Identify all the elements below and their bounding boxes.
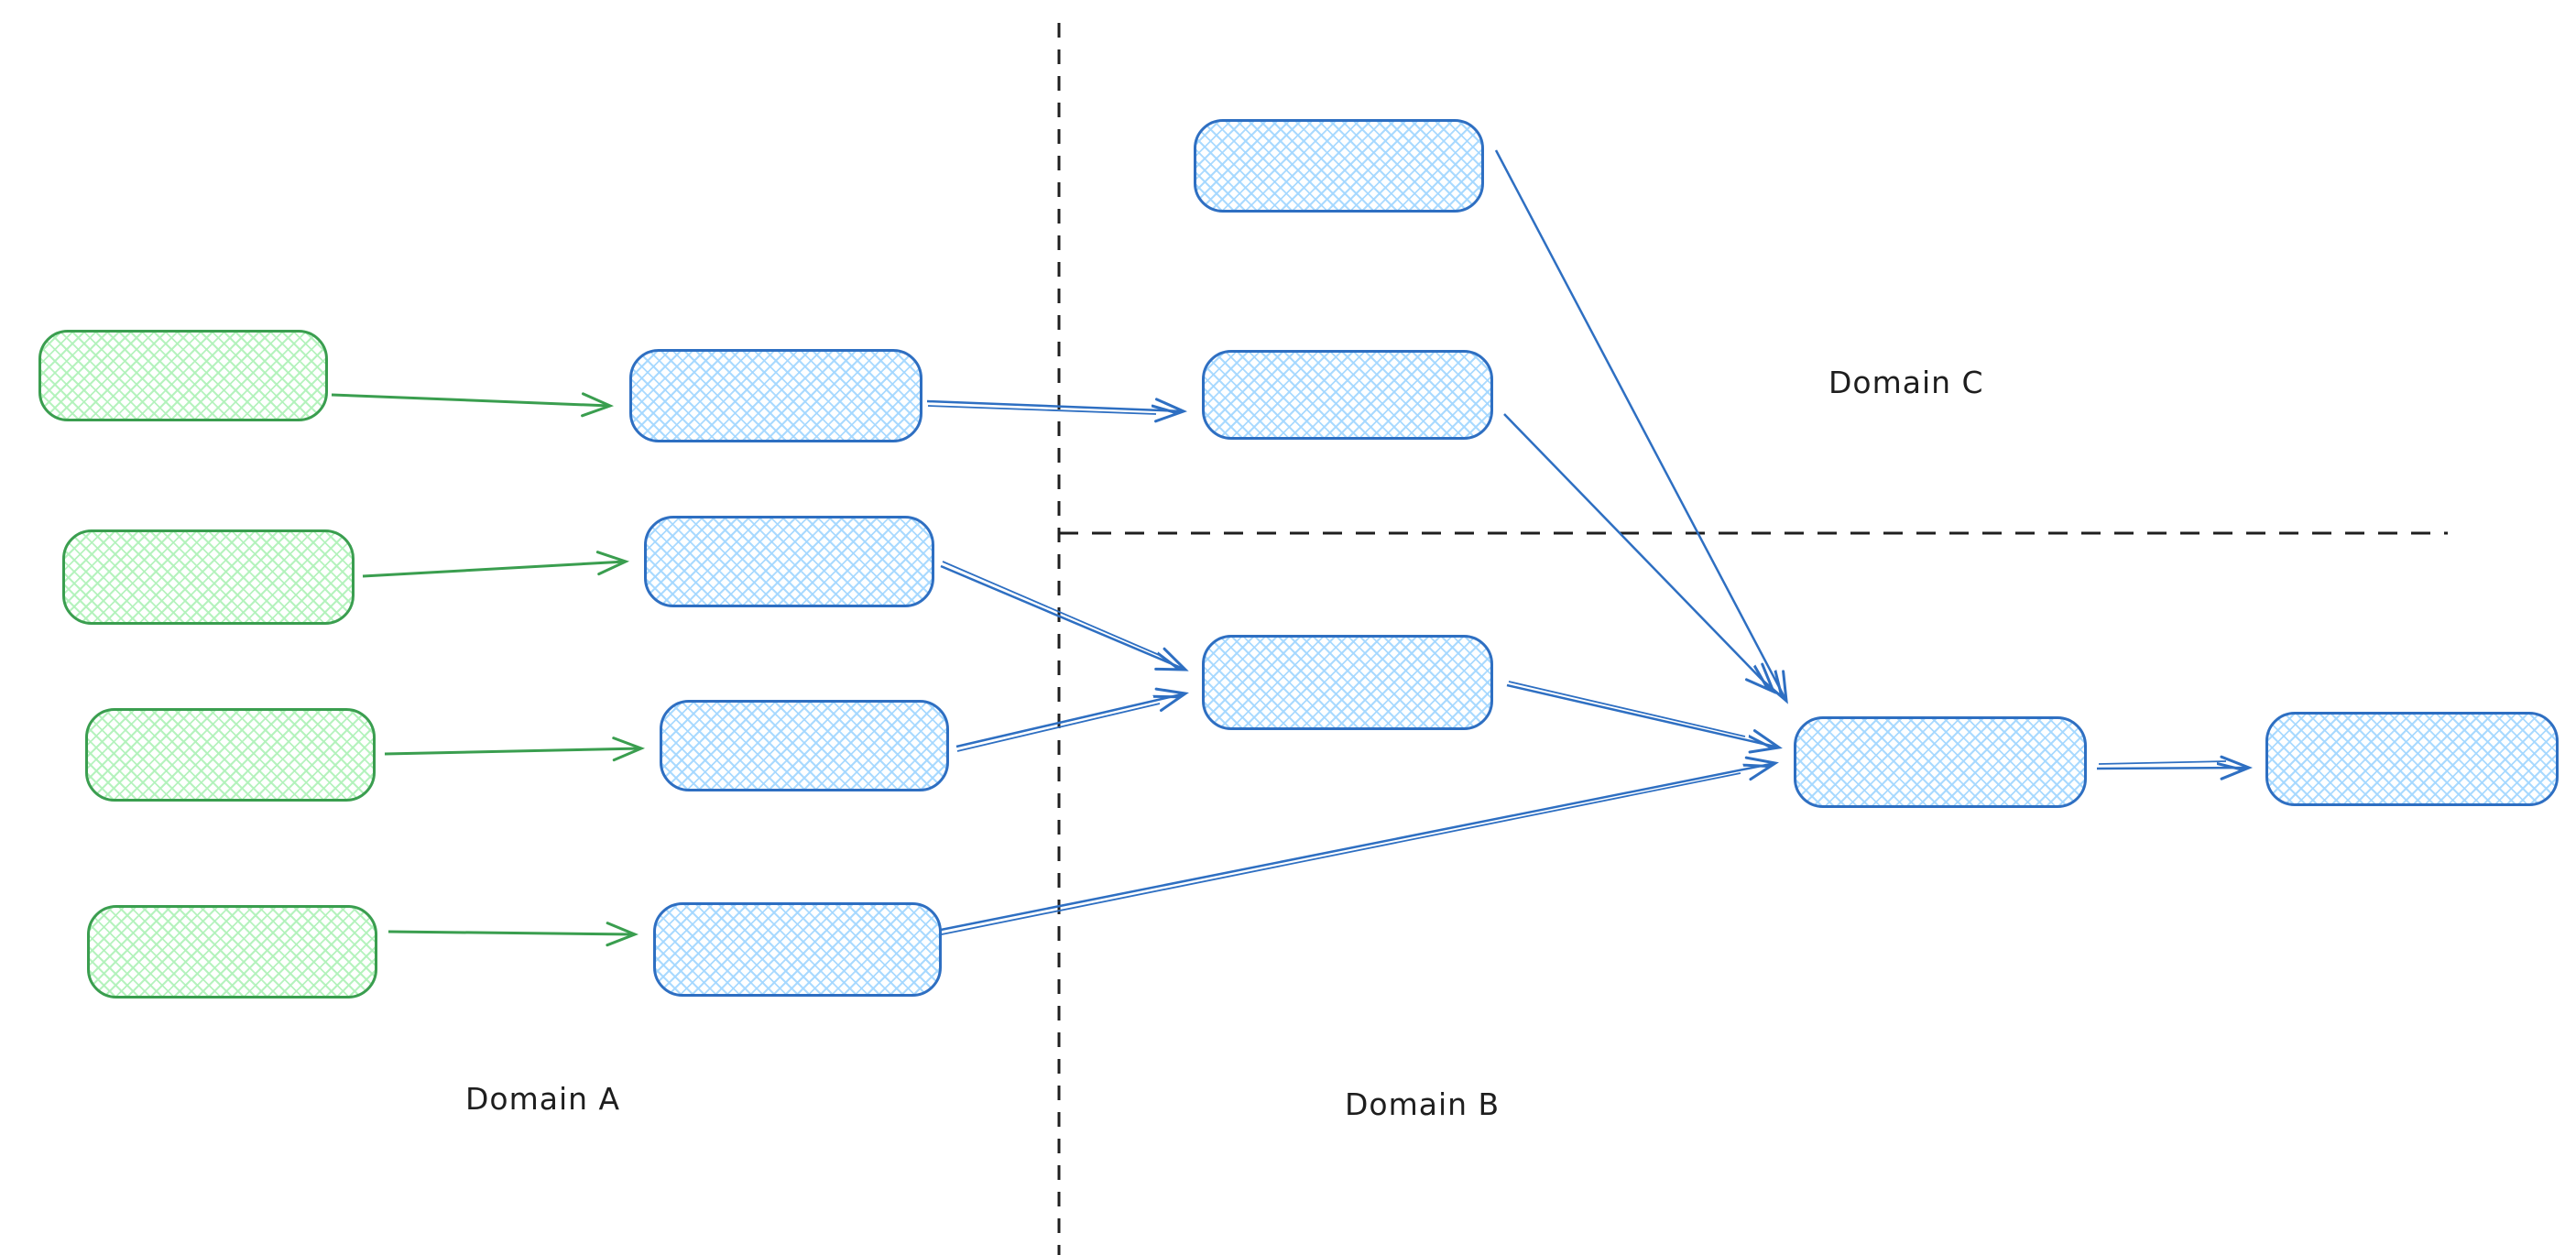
arrow-g4-a4: [387, 922, 639, 947]
arrow-hub-out-sketch: [2098, 760, 2227, 765]
arrow-a2-b1: [940, 564, 1185, 670]
node-domain-b-middle[interactable]: [1202, 635, 1493, 730]
node-domain-c-second[interactable]: [1202, 350, 1493, 440]
arrow-a1-c2-sketch: [927, 405, 1157, 415]
domain-a-label: Domain A: [465, 1081, 621, 1117]
node-domain-a-blue-4[interactable]: [653, 902, 942, 997]
arrow-a4-hub-sketch: [936, 772, 1741, 936]
node-green-source-3[interactable]: [85, 708, 376, 802]
node-domain-a-blue-2[interactable]: [644, 516, 934, 607]
arrow-a4-hub: [935, 763, 1775, 933]
node-domain-a-blue-3[interactable]: [660, 700, 949, 791]
arrow-b1-hub: [1506, 683, 1779, 748]
node-green-source-2[interactable]: [62, 529, 355, 625]
domain-b-label: Domain B: [1345, 1086, 1501, 1122]
arrow-a2-b1-sketch: [942, 561, 1164, 658]
arrow-b1-hub-sketch: [1508, 681, 1746, 737]
node-output[interactable]: [2265, 712, 2559, 806]
arrow-c1-hub: [1494, 149, 1786, 701]
arrow-g3-a3: [384, 737, 646, 762]
node-domain-c-top[interactable]: [1194, 119, 1484, 213]
arrow-a3-b1-sketch: [956, 703, 1161, 752]
arrow-g1-a1: [331, 392, 615, 418]
node-green-source-1[interactable]: [38, 330, 328, 421]
node-convergence-hub[interactable]: [1794, 716, 2087, 808]
arrow-c2-hub: [1503, 413, 1774, 692]
arrow-a1-c2: [926, 401, 1184, 411]
arrow-a3-b1: [955, 693, 1185, 748]
node-domain-a-blue-1[interactable]: [629, 349, 922, 442]
arrow-hub-out: [2096, 768, 2249, 769]
arrow-g2-a2: [362, 551, 630, 578]
node-green-source-4[interactable]: [87, 905, 377, 999]
domain-c-label: Domain C: [1828, 365, 1984, 400]
